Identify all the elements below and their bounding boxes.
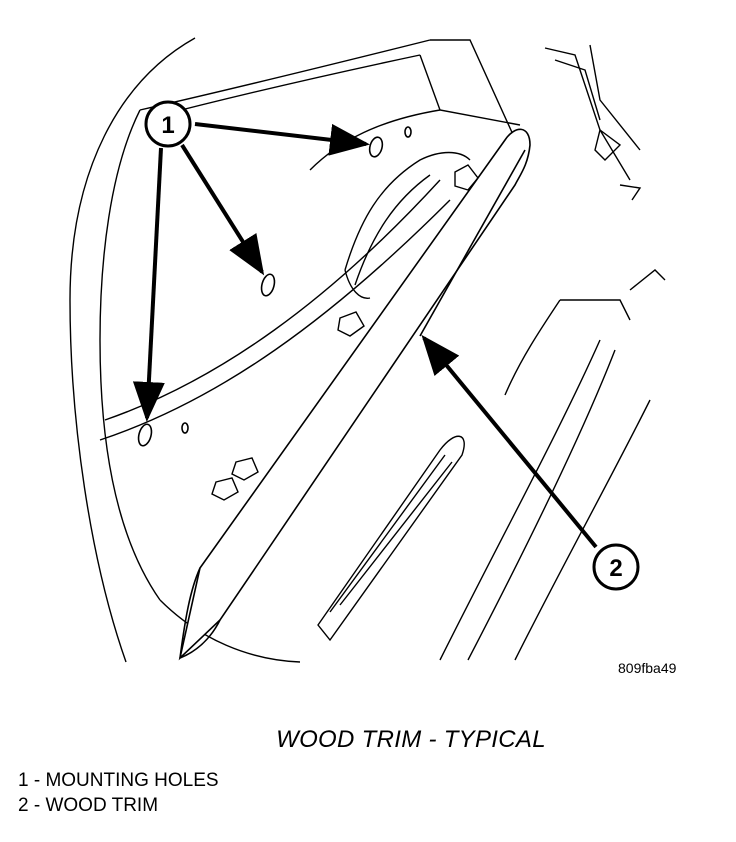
figure-id: 809fba49 [618, 660, 677, 676]
mounting-hole [181, 422, 189, 434]
leader-line [421, 334, 598, 549]
leader-line [132, 147, 165, 422]
callout-leaders [132, 122, 598, 549]
legend-item: 2 - WOOD TRIM [18, 795, 159, 816]
mounting-hole [137, 423, 153, 447]
wood-trim-illustration: 1 2 [69, 37, 666, 663]
mounting-hole [368, 136, 384, 158]
legend-item: 1 - MOUNTING HOLES [18, 770, 219, 791]
mounting-hole [404, 126, 412, 138]
mounting-holes [137, 126, 412, 447]
mounting-hole [260, 273, 276, 297]
door-panel-outline [69, 37, 666, 663]
leader-line [180, 143, 265, 276]
leader-line [194, 122, 370, 156]
legend: 1 - MOUNTING HOLES 2 - WOOD TRIM [18, 768, 219, 818]
callout-2-number: 2 [609, 555, 622, 582]
wood-trim [178, 128, 531, 661]
callout-1: 1 [144, 100, 192, 148]
figure-caption: WOOD TRIM - TYPICAL [276, 726, 546, 753]
callout-1-number: 1 [161, 112, 174, 139]
callout-2: 2 [592, 543, 640, 591]
